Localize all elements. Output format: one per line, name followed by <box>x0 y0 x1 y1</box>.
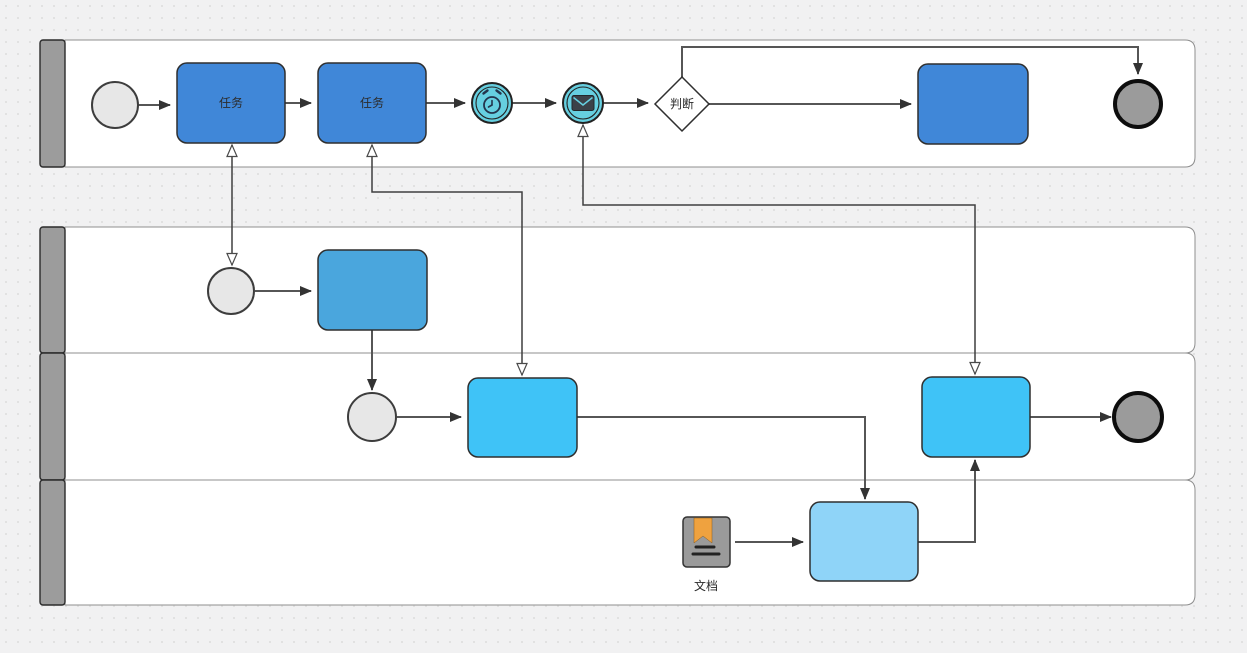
flow-cyantask1-lighttask[interactable] <box>577 416 870 500</box>
link-message-cyantask2[interactable] <box>577 123 981 376</box>
gateway-decision[interactable]: 判断 <box>653 75 711 133</box>
gateway-shape[interactable] <box>653 75 711 133</box>
end-event-2[interactable] <box>1112 391 1164 443</box>
flow-gateway-end1[interactable] <box>681 46 1143 77</box>
task-4[interactable] <box>317 249 428 331</box>
message-event[interactable] <box>562 82 604 124</box>
task-5[interactable] <box>467 377 578 458</box>
lane-4-body[interactable] <box>64 479 1196 606</box>
end-event-1[interactable] <box>1113 79 1163 129</box>
lane-2-header[interactable] <box>39 226 66 354</box>
lane-1-header[interactable] <box>39 39 66 168</box>
document-label: 文档 <box>694 578 718 593</box>
task-1[interactable]: 任务 <box>176 62 286 144</box>
link-task2-cyantask1[interactable] <box>366 143 528 377</box>
timer-event[interactable] <box>471 82 513 124</box>
task-1-label: 任务 <box>219 95 243 110</box>
task-1-shape[interactable] <box>176 62 286 144</box>
document-artifact[interactable]: 文档 <box>682 516 731 593</box>
task-7[interactable] <box>809 501 919 582</box>
bookmark-icon <box>693 517 713 544</box>
start-event-1[interactable] <box>91 81 139 129</box>
task-2[interactable]: 任务 <box>317 62 427 144</box>
task-6[interactable] <box>921 376 1031 458</box>
envelope-icon <box>571 95 595 111</box>
flow-lighttask-cyantask2[interactable] <box>918 459 980 543</box>
lane-3-header[interactable] <box>39 352 66 481</box>
task-3[interactable] <box>917 63 1029 145</box>
message-event-inner-ring <box>566 86 600 120</box>
timer-icon <box>482 89 502 114</box>
gateway-label: 判断 <box>670 96 694 111</box>
start-event-3[interactable] <box>347 392 397 442</box>
timer-event-inner-ring <box>475 86 509 120</box>
task-2-shape[interactable] <box>317 62 427 144</box>
start-event-2[interactable] <box>207 267 255 315</box>
task-2-label: 任务 <box>360 95 384 110</box>
lane-4-header[interactable] <box>39 479 66 606</box>
